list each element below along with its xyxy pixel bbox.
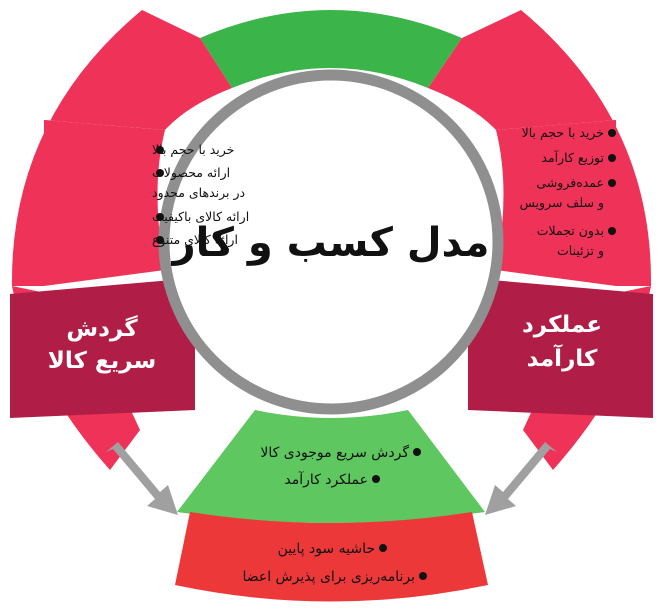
right-bullet-4 (608, 227, 616, 235)
svg-text:حاشیه سود پایین: حاشیه سود پایین (278, 541, 375, 557)
svg-text:خرید با حجم بالا: خرید با حجم بالا (522, 125, 604, 141)
svg-text:ارائه کالای باکیفیت: ارائه کالای باکیفیت (152, 209, 249, 225)
left-bullet-2 (156, 169, 164, 177)
svg-text:در برندهای محدود: در برندهای محدود (152, 185, 245, 201)
bottom-green-fan (177, 410, 485, 523)
left-box-label: گردش سریع کالا (48, 315, 156, 374)
top-right-pink-segment (428, 10, 652, 286)
left-bullet-4 (156, 236, 164, 244)
svg-text:ارائه محصولات: ارائه محصولات (152, 165, 230, 181)
green-bullet-1 (413, 448, 421, 456)
red-bullet-1 (379, 544, 387, 552)
top-left-pink-segment (11, 10, 232, 286)
green-bullet-2 (372, 475, 380, 483)
left-bullet-list: خرید با حجم بالا ارائه محصولات در برندها… (152, 142, 249, 248)
svg-text:عملکرد کارآمد: عملکرد کارآمد (284, 471, 368, 488)
right-box-label: عملکرد کارآمد (522, 312, 602, 372)
svg-text:ارائه کالای متنوع: ارائه کالای متنوع (152, 232, 238, 248)
red-bullet-list: حاشیه سود پایین برنامه‌ریزی برای پذیرش ا… (242, 541, 427, 585)
right-list-panel (496, 120, 616, 286)
right-crimson-box (468, 278, 653, 418)
svg-text:سریع کالا: سریع کالا (48, 348, 156, 374)
svg-text:بدون تجملات: بدون تجملات (537, 223, 604, 239)
right-bullet-3 (608, 179, 616, 187)
center-circle (158, 69, 504, 415)
left-crimson-box (10, 278, 195, 418)
svg-text:توزیع کارآمد: توزیع کارآمد (541, 150, 604, 166)
bottom-red-fan (175, 512, 488, 602)
left-list-panel (44, 120, 165, 286)
svg-text:و سلف سرویس: و سلف سرویس (520, 195, 604, 211)
red-bullet-2 (419, 572, 427, 580)
svg-text:کارآمد: کارآمد (527, 343, 598, 372)
right-bullet-list: خرید با حجم بالا توزیع کارآمد عمده‌فروشی… (520, 125, 616, 259)
svg-text:و تزئینات: و تزئینات (557, 243, 604, 259)
right-arrow (485, 442, 557, 515)
left-bullet-1 (156, 146, 164, 154)
svg-text:خرید با حجم بالا: خرید با حجم بالا (152, 142, 234, 158)
right-bullet-2 (608, 154, 616, 162)
svg-text:عملکرد: عملکرد (522, 312, 602, 338)
svg-text:عمده‌فروشی: عمده‌فروشی (536, 175, 604, 191)
left-bullet-3 (156, 213, 164, 221)
green-bullet-list: گردش سریع موجودی کالا عملکرد کارآمد (260, 444, 421, 488)
top-green-segment (200, 10, 462, 88)
svg-text:گردش: گردش (66, 315, 138, 342)
left-arrow (106, 442, 178, 515)
svg-text:برنامه‌ریزی برای پذیرش اعضا: برنامه‌ریزی برای پذیرش اعضا (242, 569, 415, 585)
svg-text:گردش سریع موجودی کالا: گردش سریع موجودی کالا (260, 444, 409, 461)
center-title: مدل کسب و کار (171, 220, 490, 266)
right-bullet-1 (608, 129, 616, 137)
